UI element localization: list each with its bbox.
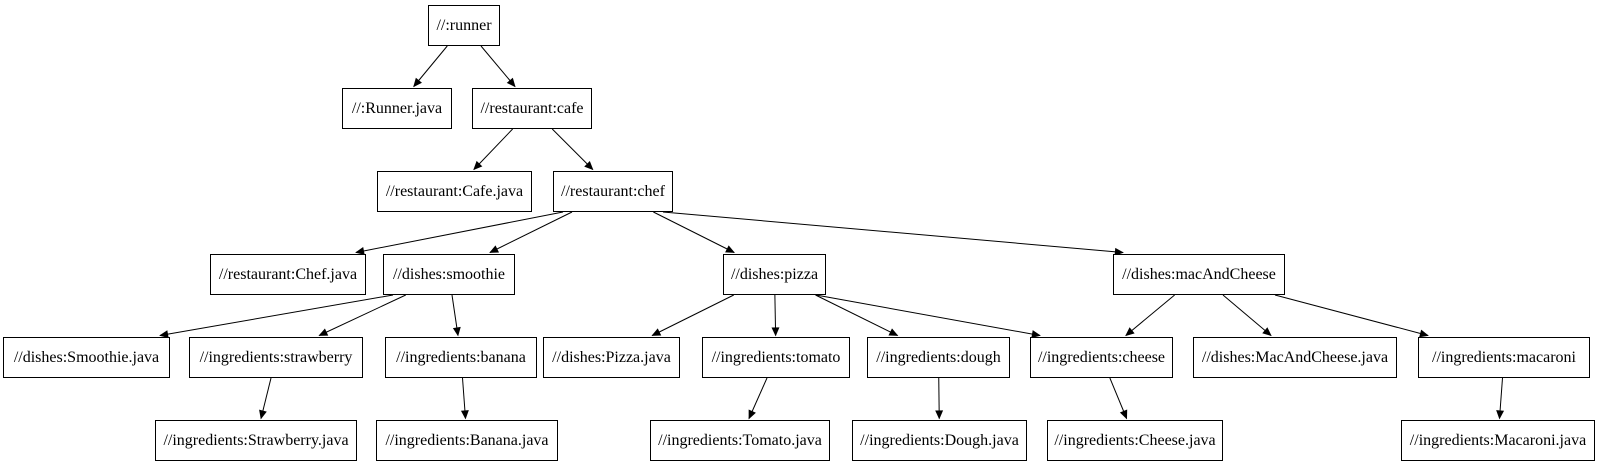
node-smoothieJava: //dishes:Smoothie.java (3, 337, 170, 378)
edge-smoothie-smoothieJava (159, 294, 394, 339)
edge-strawberry-strawberryJava (259, 377, 272, 420)
edge-macAndCheese-cheese (1125, 294, 1175, 337)
edge-runner-runnerJava (413, 45, 448, 88)
edge-pizza-tomato (771, 294, 780, 337)
node-bananaJava: //ingredients:Banana.java (376, 420, 558, 461)
edge-smoothie-banana (451, 294, 461, 337)
node-dough: //ingredients:dough (867, 337, 1010, 378)
node-cheeseJava: //ingredients:Cheese.java (1047, 420, 1223, 461)
edge-dough-doughJava (935, 377, 944, 420)
node-banana: //ingredients:banana (385, 337, 537, 378)
node-cafeJava: //restaurant:Cafe.java (377, 171, 532, 212)
node-chefJava: //restaurant:Chef.java (210, 254, 366, 295)
node-cheese: //ingredients:cheese (1030, 337, 1173, 378)
node-runner: //:runner (428, 5, 500, 46)
edge-tomato-tomatoJava (748, 377, 768, 420)
edge-chef-macAndCheese (662, 211, 1124, 256)
node-cafe: //restaurant:cafe (472, 88, 592, 129)
edge-pizza-dough (815, 294, 899, 336)
edge-banana-bananaJava (460, 377, 469, 420)
edge-chef-chefJava (355, 211, 564, 255)
node-macAndCheese: //dishes:macAndCheese (1113, 254, 1285, 295)
node-strawberry: //ingredients:strawberry (189, 337, 363, 378)
edge-runner-cafe (480, 45, 516, 88)
node-tomato: //ingredients:tomato (702, 337, 850, 378)
node-runnerJava: //:Runner.java (342, 88, 452, 129)
edge-macaroni-macaroniJava (1496, 377, 1505, 420)
edge-pizza-cheese (815, 294, 1041, 338)
node-macaroni: //ingredients:macaroni (1418, 337, 1590, 378)
edge-pizza-pizzaJava (651, 294, 734, 336)
edge-smoothie-strawberry (318, 294, 406, 336)
edge-chef-pizza (653, 211, 735, 253)
node-chef: //restaurant:chef (553, 171, 673, 212)
edge-macAndCheese-macAndCheeseJava (1222, 294, 1272, 337)
edge-macAndCheese-macaroni (1274, 294, 1429, 338)
node-doughJava: //ingredients:Dough.java (852, 420, 1027, 461)
node-strawberryJava: //ingredients:Strawberry.java (155, 420, 357, 461)
edge-cafe-chef (551, 128, 594, 171)
edge-cheese-cheeseJava (1109, 377, 1128, 420)
node-smoothie: //dishes:smoothie (383, 254, 515, 295)
node-macAndCheeseJava: //dishes:MacAndCheese.java (1193, 337, 1397, 378)
node-pizza: //dishes:pizza (723, 254, 826, 295)
node-macaroniJava: //ingredients:Macaroni.java (1401, 420, 1595, 461)
edge-chef-smoothie (489, 211, 573, 253)
edge-cafe-cafeJava (473, 128, 513, 171)
node-tomatoJava: //ingredients:Tomato.java (650, 420, 830, 461)
node-pizzaJava: //dishes:Pizza.java (543, 337, 680, 378)
